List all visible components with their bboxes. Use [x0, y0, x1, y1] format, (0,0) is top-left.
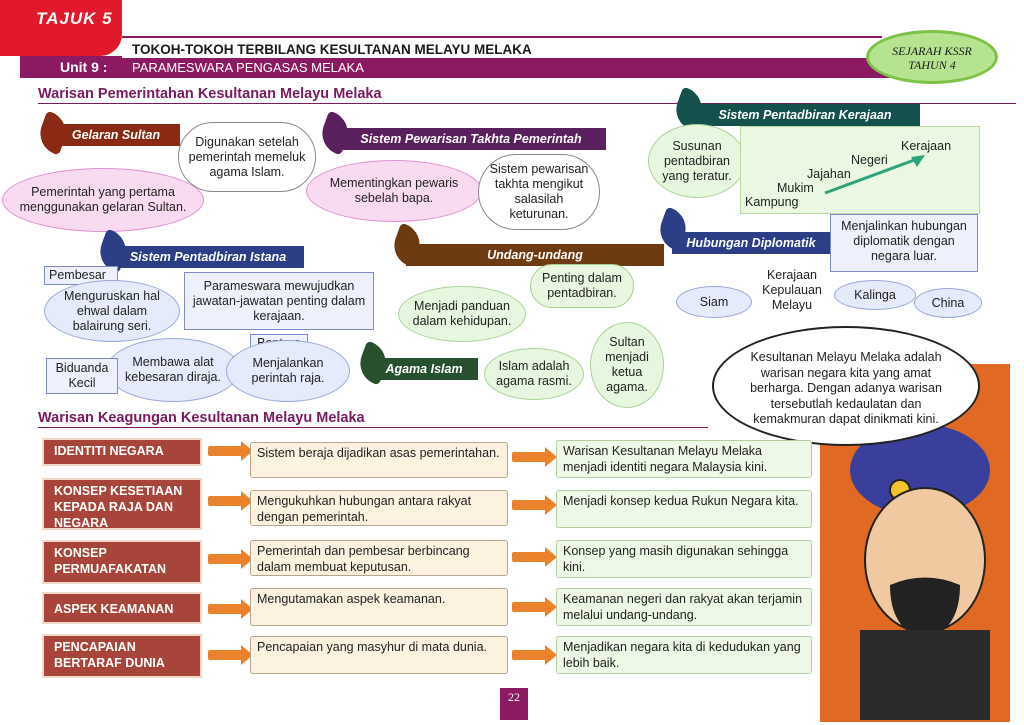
istana-main-desc: Parameswara mewujudkan jawatan-jawatan p…: [184, 272, 374, 330]
row-mid-keamanan: Mengutamakan aspek keamanan.: [250, 588, 508, 626]
biduanda-label: Biduanda Kecil: [46, 358, 118, 394]
arrow-icon: [512, 597, 557, 617]
banner-istana: Sistem Pentadbiran Istana: [112, 246, 304, 268]
gelaran-desc1: Digunakan setelah pemerintah memeluk aga…: [178, 122, 316, 192]
pewarisan-desc2: Sistem pewarisan takhta mengikut salasil…: [478, 154, 600, 230]
row-label-keamanan: ASPEK KEAMANAN: [42, 592, 202, 624]
islam-desc1: Islam adalah agama rasmi.: [484, 348, 584, 400]
country-kalinga: Kalinga: [834, 280, 916, 310]
banner-pentadbiran-kerajaan: Sistem Pentadbiran Kerajaan: [690, 104, 920, 126]
arrow-icon: [208, 491, 253, 511]
banner-diplomatik: Hubungan Diplomatik: [672, 232, 830, 254]
undang-desc2: Penting dalam pentadbiran.: [530, 264, 634, 308]
row-label-permuafakatan: KONSEP PERMUAFAKATAN: [42, 540, 202, 584]
page-number: 22: [500, 688, 528, 720]
diplomatik-centre: Kerajaan Kepulauan Melayu: [762, 268, 822, 312]
arrow-icon: [512, 447, 557, 467]
arrow-icon: [208, 599, 253, 619]
row-right-kesetiaan: Menjadi konsep kedua Rukun Negara kita.: [556, 490, 812, 528]
level-negeri: Negeri: [851, 153, 888, 167]
row-mid-permuafakatan: Pemerintah dan pembesar berbincang dalam…: [250, 540, 508, 576]
banner-gelaran-sultan: Gelaran Sultan: [52, 124, 180, 146]
diplomatik-desc: Menjalinkan hubungan diplomatik dengan n…: [830, 214, 978, 272]
row-right-keamanan: Keamanan negeri dan rakyat akan terjamin…: [556, 588, 812, 626]
row-right-identiti: Warisan Kesultanan Melayu Melaka menjadi…: [556, 440, 812, 478]
row-right-permuafakatan: Konsep yang masih digunakan sehingga kin…: [556, 540, 812, 578]
row-mid-identiti: Sistem beraja dijadikan asas pemerintaha…: [250, 442, 508, 478]
banner-pewarisan: Sistem Pewarisan Takhta Pemerintah: [336, 128, 606, 150]
row-label-kesetiaan: KONSEP KESETIAAN KEPADA RAJA DAN NEGARA: [42, 478, 202, 530]
row-mid-pencapaian: Pencapaian yang masyhur di mata dunia.: [250, 636, 508, 674]
istana-pembesar-desc: Menguruskan hal ehwal dalam balairung se…: [44, 280, 180, 342]
country-siam: Siam: [676, 286, 752, 318]
row-label-pencapaian: PENCAPAIAN BERTARAF DUNIA: [42, 634, 202, 678]
badge-line2: TAHUN 4: [908, 58, 956, 72]
level-mukim: Mukim: [777, 181, 814, 195]
arrow-icon: [208, 645, 253, 665]
istana-bentara-desc: Menjalankan perintah raja.: [226, 340, 350, 402]
hierarchy-box: Kampung Mukim Jajahan Negeri Kerajaan: [740, 126, 980, 214]
up-arrow-icon: [824, 155, 925, 195]
speech-bubble: Kesultanan Melayu Melaka adalah warisan …: [712, 326, 980, 446]
parameswara-illustration: [850, 424, 990, 720]
page-subtitle: PARAMESWARA PENGASAS MELAKA: [132, 60, 364, 75]
arrow-icon: [512, 495, 557, 515]
row-mid-kesetiaan: Mengukuhkan hubungan antara rakyat denga…: [250, 490, 508, 526]
tajuk-tab: TAJUK 5: [0, 0, 122, 56]
subtitle-bar: PARAMESWARA PENGASAS MELAKA: [20, 56, 890, 78]
level-kampung: Kampung: [745, 195, 799, 209]
banner-undang: Undang-undang: [406, 244, 664, 266]
arrow-icon: [512, 645, 557, 665]
level-kerajaan: Kerajaan: [901, 139, 952, 153]
pewarisan-desc1: Mementingkan pewaris sebelah bapa.: [306, 160, 482, 222]
undang-desc1: Menjadi panduan dalam kehidupan.: [398, 286, 526, 342]
row-right-pencapaian: Menjadikan negara kita di kedudukan yang…: [556, 636, 812, 674]
islam-desc2: Sultan menjadi ketua agama.: [590, 322, 664, 408]
gelaran-desc2: Pemerintah yang pertama menggunakan gela…: [2, 168, 204, 232]
badge-line1: SEJARAH KSSR: [892, 44, 972, 58]
arrow-icon: [208, 441, 253, 461]
istana-biduanda-desc: Membawa alat kebesaran diraja.: [106, 338, 240, 402]
level-jajahan: Jajahan: [807, 167, 851, 181]
arrow-icon: [512, 547, 557, 567]
section1-title: Warisan Pemerintahan Kesultanan Melayu M…: [38, 86, 1016, 104]
arrow-icon: [208, 549, 253, 569]
page-title: TOKOH-TOKOH TERBILANG KESULTANAN MELAYU …: [122, 36, 882, 58]
section2-title: Warisan Keagungan Kesultanan Melayu Mela…: [38, 410, 708, 428]
unit-label: Unit 9 :: [60, 59, 108, 75]
pentadbiran-desc: Susunan pentadbiran yang teratur.: [648, 124, 746, 198]
subject-badge: SEJARAH KSSR TAHUN 4: [866, 30, 998, 84]
country-china: China: [914, 288, 982, 318]
banner-islam: Agama Islam: [370, 358, 478, 380]
row-label-identiti: IDENTITI NEGARA: [42, 438, 202, 466]
